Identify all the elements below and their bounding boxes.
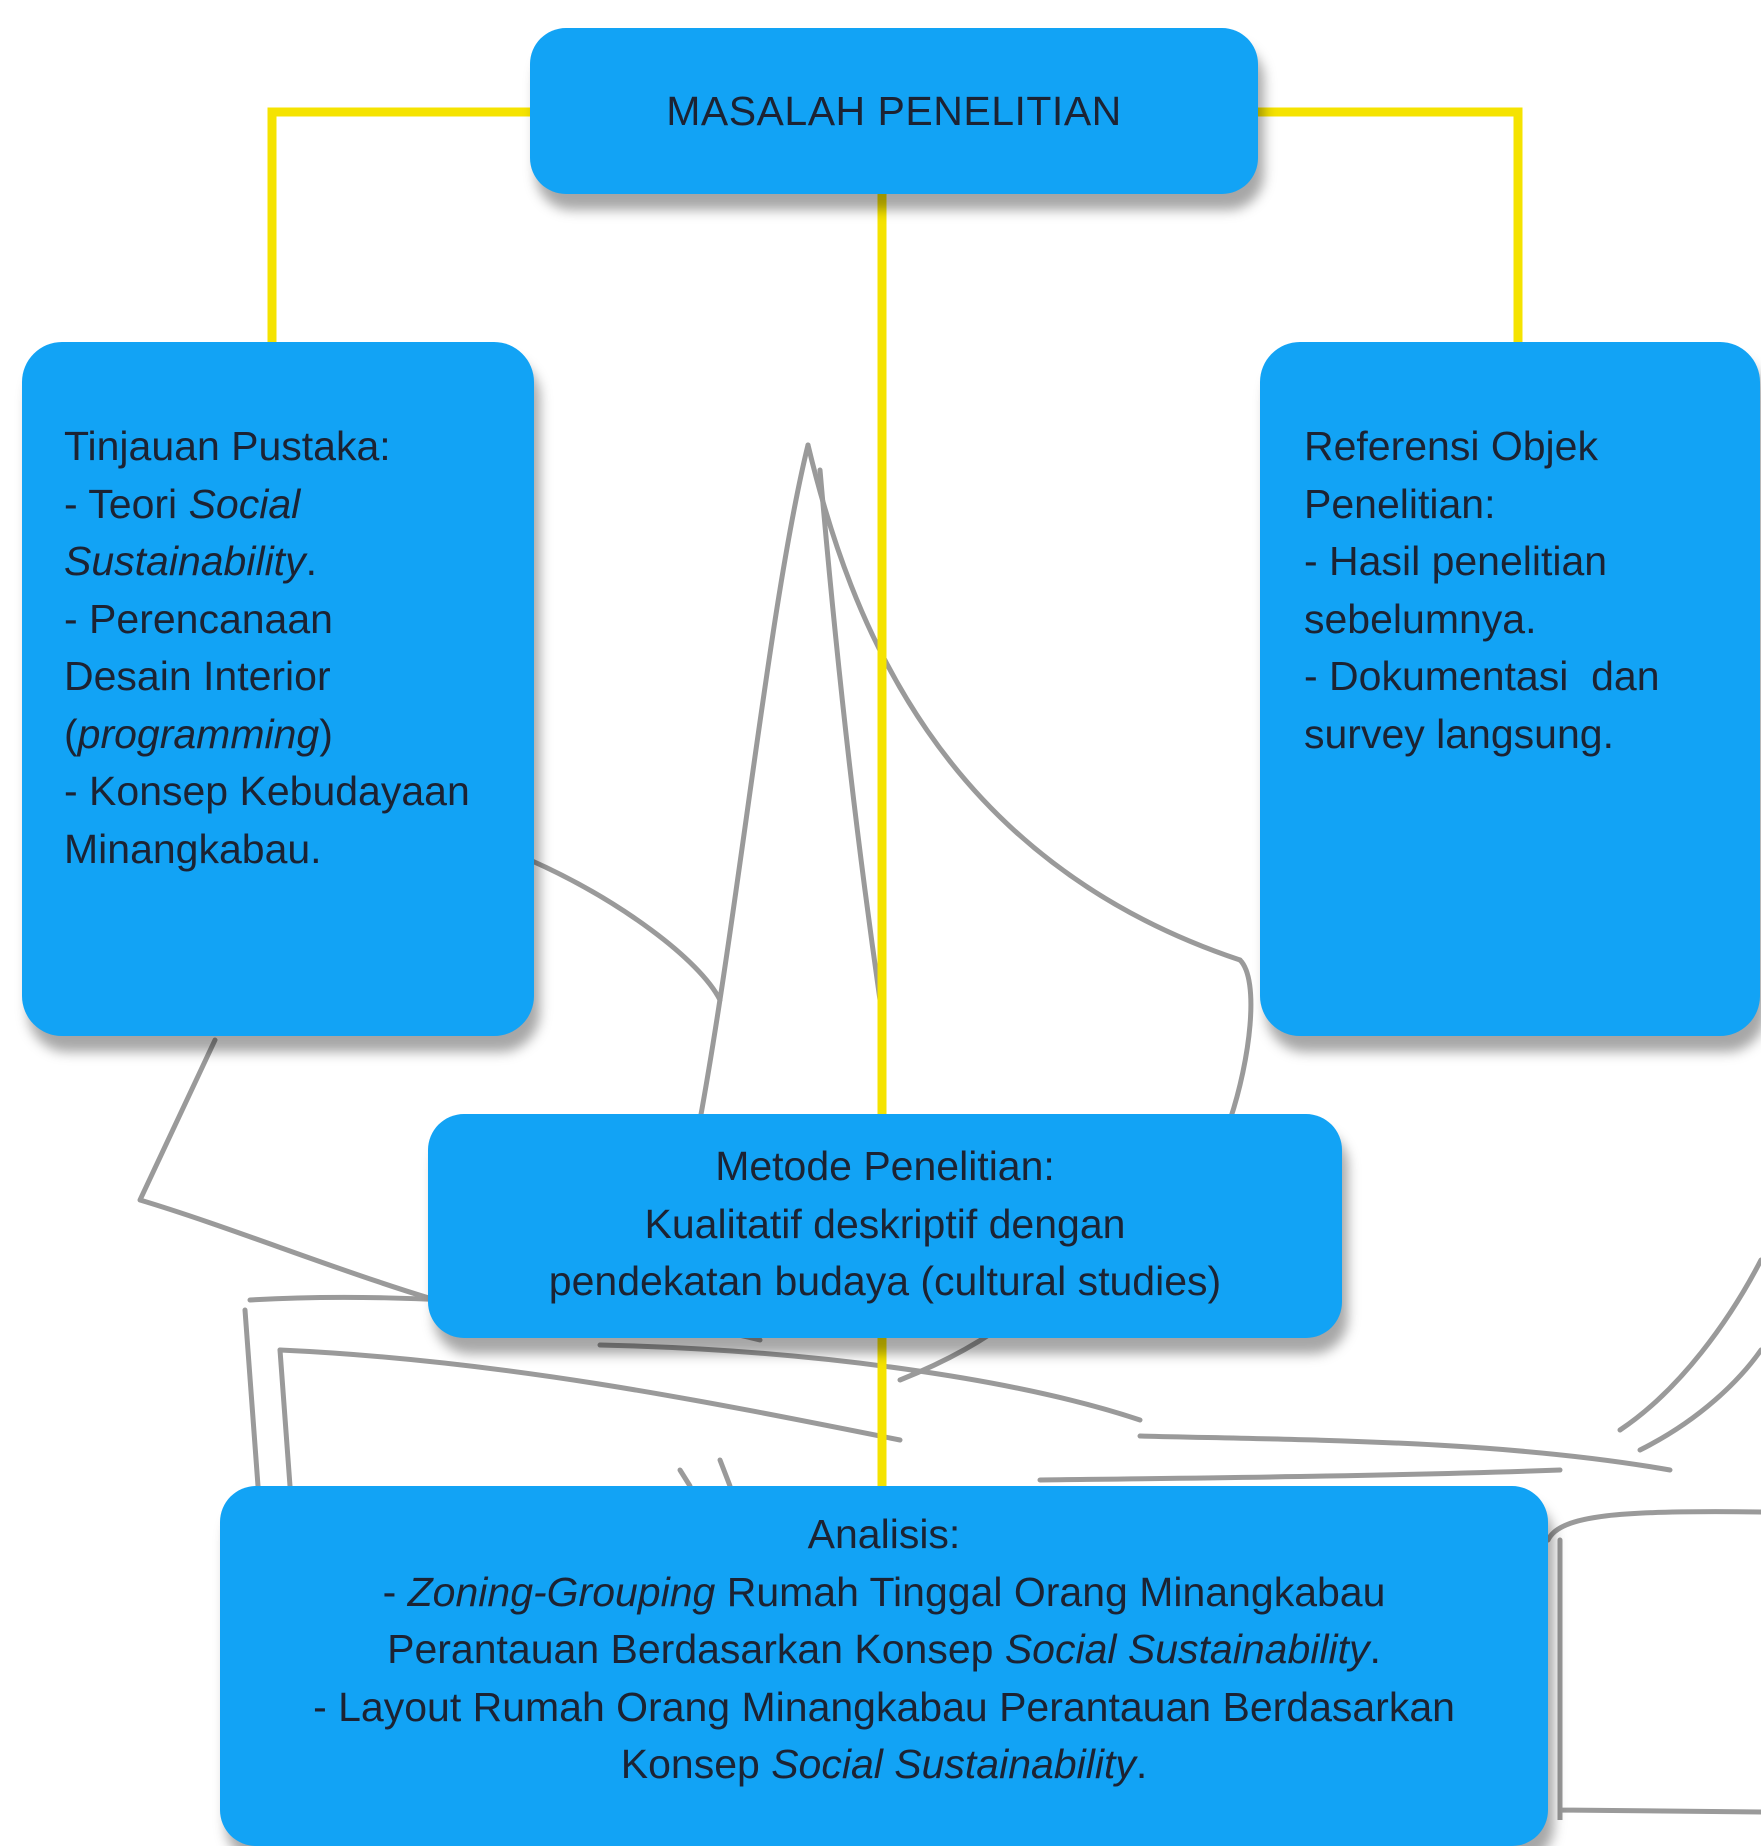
analisis-line-3: - Layout Rumah Orang Minangkabau Peranta… xyxy=(313,1683,1455,1730)
masalah-title: MASALAH PENELITIAN xyxy=(666,87,1122,134)
box-tinjauan-pustaka: Tinjauan Pustaka: - Teori Social Sustain… xyxy=(22,342,534,1036)
referensi-title-line-1: Referensi Objek xyxy=(1304,423,1598,469)
roof-left-lower xyxy=(137,1037,473,1313)
metode-line-1: Kualitatif deskriptif dengan xyxy=(644,1200,1126,1247)
tinjauan-line-4: Desain Interior xyxy=(64,653,331,699)
referensi-line-3: - Dokumentasi dan xyxy=(1304,653,1660,699)
referensi-title-line-2: Penelitian: xyxy=(1304,480,1496,527)
roof-horn-center-inner xyxy=(817,467,883,1003)
right-roof-line xyxy=(1137,1433,1673,1473)
analisis-line-1: - Zoning-Grouping Rumah Tinggal Orang Mi… xyxy=(382,1568,1386,1615)
connector-masalah-to-tinjauan xyxy=(267,107,532,342)
tinjauan-line-5: (programming) xyxy=(64,710,333,757)
box-metode-penelitian: Metode Penelitian: Kualitatif deskriptif… xyxy=(428,1114,1342,1338)
house-beam-mid xyxy=(597,1342,1143,1423)
tinjauan-line-2: Sustainability. xyxy=(64,538,317,584)
house-door-frame xyxy=(677,1457,733,1489)
right-house-box xyxy=(1545,1509,1761,1820)
tinjauan-line-6: - Konsep Kebudayaan xyxy=(64,768,470,814)
right-horn-inner xyxy=(1637,1347,1761,1453)
house-beam-top xyxy=(277,1347,903,1443)
analisis-line-4: Konsep Social Sustainability. xyxy=(620,1741,1148,1787)
house-wall-left-inner xyxy=(277,1347,293,1489)
metode-title: Metode Penelitian: xyxy=(715,1143,1055,1189)
box-analisis: Analisis: - Zoning-Grouping Rumah Tingga… xyxy=(220,1486,1548,1846)
tinjauan-line-3: - Perencanaan xyxy=(64,595,333,642)
box-referensi-objek: Referensi Objek Penelitian: - Hasil pene… xyxy=(1260,342,1760,1036)
referensi-line-4: survey langsung. xyxy=(1304,710,1614,757)
referensi-line-2: sebelumnya. xyxy=(1304,595,1537,642)
analisis-line-2: Perantauan Berdasarkan Konsep Social Sus… xyxy=(387,1626,1381,1672)
tinjauan-line-1: - Teori Social xyxy=(64,480,301,527)
house-floor-line xyxy=(1037,1467,1563,1483)
house-wall-left xyxy=(242,1307,261,1489)
tinjauan-line-7: Minangkabau. xyxy=(64,825,322,872)
connector-masalah-to-referensi xyxy=(1256,107,1523,342)
roof-horn-center-right xyxy=(805,442,1243,963)
box-masalah-penelitian: MASALAH PENELITIAN xyxy=(530,28,1258,194)
roof-left-sweep xyxy=(527,857,723,1003)
roof-horn-center-left xyxy=(697,442,811,1123)
tinjauan-title: Tinjauan Pustaka: xyxy=(64,423,391,469)
analisis-title: Analisis: xyxy=(807,1511,961,1557)
roof-right-edge xyxy=(1227,957,1254,1123)
right-horn xyxy=(1617,1257,1761,1433)
referensi-line-1: - Hasil penelitian xyxy=(1304,538,1608,584)
metode-line-2: pendekatan budaya (cultural studies) xyxy=(548,1258,1222,1304)
